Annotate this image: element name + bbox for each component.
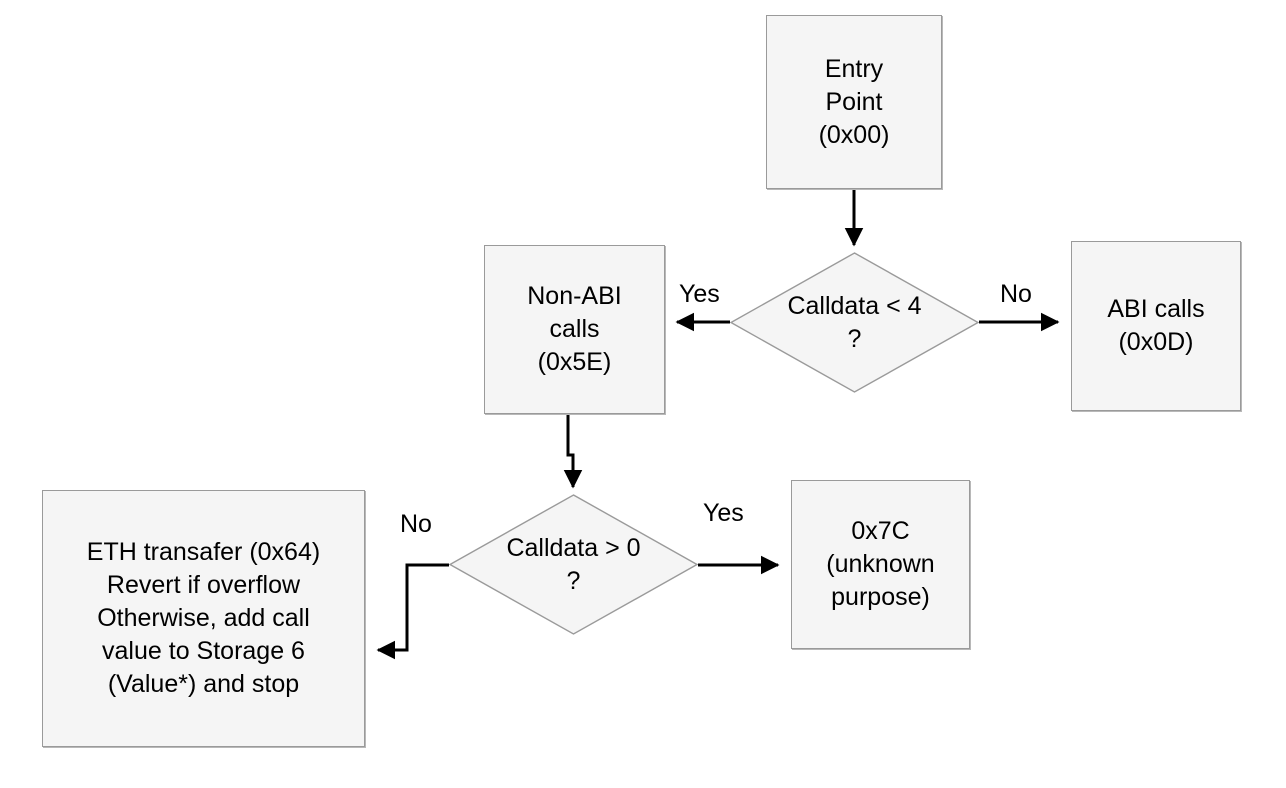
node-abi-calls-label: ABI calls (0x0D) <box>1107 295 1205 356</box>
node-entry-point[interactable]: Entry Point (0x00) <box>766 15 942 189</box>
node-non-abi-calls-label: Non-ABI calls (0x5E) <box>527 282 622 376</box>
edge-calldata-gt-0-no <box>376 563 449 660</box>
node-non-abi-calls[interactable]: Non-ABI calls (0x5E) <box>484 245 665 414</box>
edge-non-abi-to-calldata-gt-0 <box>563 415 583 489</box>
node-abi-calls[interactable]: ABI calls (0x0D) <box>1071 241 1241 411</box>
edge-label-calldata-lt-4-yes: Yes <box>679 280 720 308</box>
diamond-shape-calldata-lt-4 <box>730 252 979 393</box>
diamond-shape-calldata-gt-0 <box>449 494 698 635</box>
node-unknown-purpose-label: 0x7C (unknown purpose) <box>826 517 935 611</box>
edge-label-calldata-gt-0-yes: Yes <box>703 499 744 527</box>
node-calldata-gt-0[interactable]: Calldata > 0 ? <box>449 494 698 635</box>
node-calldata-gt-0-label: Calldata > 0 ? <box>506 533 641 595</box>
node-unknown-purpose[interactable]: 0x7C (unknown purpose) <box>791 480 970 649</box>
node-entry-point-label: Entry Point (0x00) <box>818 54 890 149</box>
edge-label-calldata-gt-0-no: No <box>400 510 432 538</box>
edge-label-calldata-lt-4-no: No <box>1000 280 1032 308</box>
node-calldata-lt-4[interactable]: Calldata < 4 ? <box>730 252 979 393</box>
node-calldata-lt-4-label: Calldata < 4 ? <box>787 291 922 353</box>
node-eth-transfer-label: ETH transafer (0x64) Revert if overflow … <box>86 538 321 698</box>
node-eth-transfer[interactable]: ETH transafer (0x64) Revert if overflow … <box>42 490 365 747</box>
